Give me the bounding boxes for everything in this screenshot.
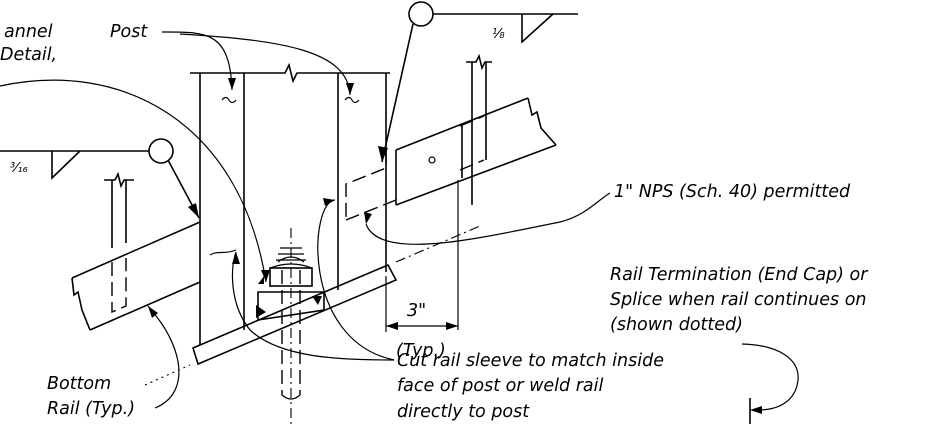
termination-label-3: (shown dotted) bbox=[610, 315, 743, 335]
termination-leader bbox=[741, 343, 799, 424]
top-rail-sleeve bbox=[345, 53, 557, 330]
weld-size-left: ³⁄₁₆ bbox=[10, 161, 28, 176]
cut-sleeve-label-1: Cut rail sleeve to match inside bbox=[397, 351, 664, 371]
termination-label-2: Splice when rail continues on bbox=[610, 290, 867, 310]
dimension-note: (Typ.) bbox=[396, 341, 446, 361]
weld-symbol-left bbox=[0, 138, 200, 219]
channel-detail-label-2: Detail, bbox=[0, 45, 57, 65]
cut-sleeve-label-3: directly to post bbox=[397, 402, 530, 422]
channel-detail-label-1: annel bbox=[4, 22, 53, 42]
nps-label: 1" NPS (Sch. 40) permitted bbox=[614, 182, 851, 202]
dimension-value: 3" bbox=[407, 301, 426, 321]
bottom-rail-leader bbox=[144, 305, 191, 409]
bottom-rail-label-1: Bottom bbox=[47, 374, 111, 394]
bottom-rail-label-2: Rail (Typ.) bbox=[47, 399, 135, 419]
weld-size-top: ⅛ bbox=[492, 27, 505, 42]
post-label: Post bbox=[110, 22, 148, 42]
post bbox=[190, 62, 390, 345]
weld-symbol-top bbox=[378, 1, 578, 163]
cut-sleeve-leaders bbox=[209, 198, 395, 361]
anchor-bolt bbox=[256, 228, 325, 428]
post-leaders bbox=[161, 31, 354, 96]
nps-leader bbox=[364, 192, 611, 245]
channel-detail-leader bbox=[0, 79, 270, 283]
termination-label-1: Rail Termination (End Cap) or bbox=[610, 265, 869, 285]
cut-sleeve-label-2: face of post or weld rail bbox=[397, 376, 603, 396]
bottom-rail bbox=[71, 171, 201, 331]
dimension-3in bbox=[385, 276, 458, 332]
